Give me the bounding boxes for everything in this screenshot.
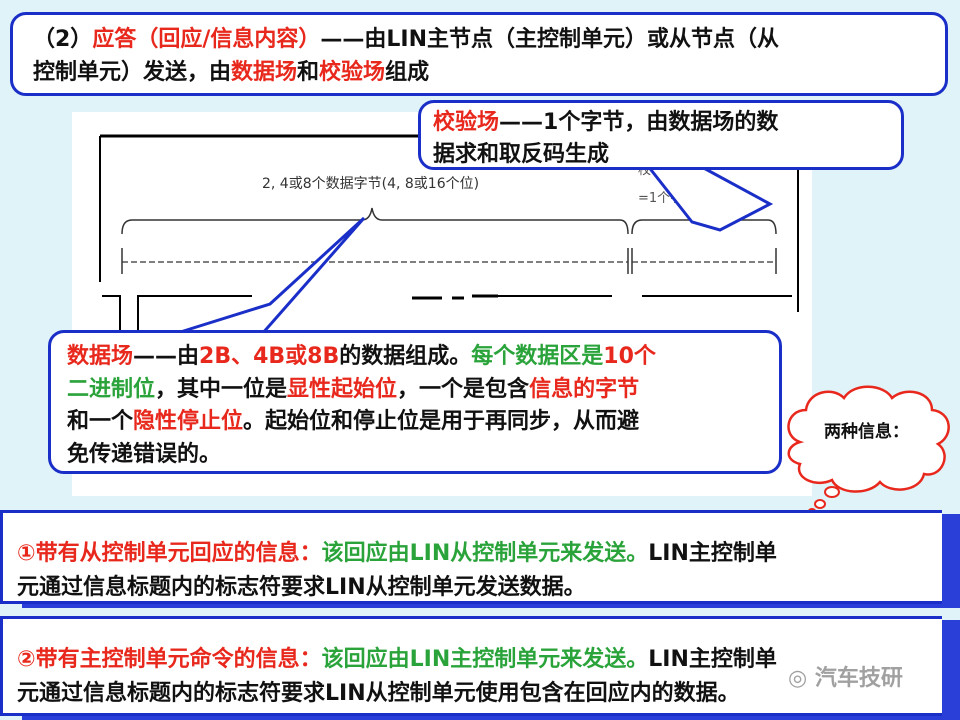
data-text-l: 隐性停止位	[133, 409, 244, 434]
info1-d: LIN主控制单	[648, 541, 777, 566]
data-text-i: ，一个是包含	[397, 376, 530, 402]
info-band-2: ②带有主控制单元命令的信息：该回应由LIN主控制单元来发送。LIN主控制单 元通…	[0, 616, 960, 720]
wechat-icon: ◎	[788, 666, 815, 691]
check-desc-2: 据求和取反码生成	[433, 142, 610, 167]
watermark-text: 汽车技研	[814, 666, 903, 691]
check-term: 校验场	[433, 110, 500, 135]
info1-title: ①带有从控制单元回应的信息：	[17, 541, 322, 566]
title-check-field: 校验场	[319, 60, 386, 85]
data-text-h: 显性起始位	[287, 376, 398, 402]
data-term: 数据场	[67, 344, 134, 369]
data-text-f: 二进制位	[67, 376, 156, 402]
title-line2-c: 和	[297, 60, 320, 85]
info1-e: 元通过信息标题内的标志符要求LIN从控制单元发送数据。	[17, 575, 586, 600]
info1-b: 该回应由	[321, 541, 410, 566]
data-brace	[121, 207, 629, 235]
info1-c: LIN从控制单元来发送。	[409, 541, 649, 566]
data-text-a: ——由	[133, 344, 200, 369]
watermark: ◎ 汽车技研	[788, 660, 903, 692]
info2-c: LIN主控制单元来发送。	[409, 647, 649, 672]
data-bytes-label: 2, 4或8个数据字节(4, 8或16个位)	[262, 176, 479, 192]
data-text-b: 2B、4B或8B	[199, 344, 340, 369]
data-text-k: 和一个	[67, 409, 134, 434]
data-field-callout: 数据场——由2B、4B或8B的数据组成。每个数据区是10个 二进制位，其中一位是…	[48, 330, 782, 474]
check-pointer	[644, 164, 774, 232]
info2-d: LIN主控制单	[648, 647, 777, 672]
title-data-field: 数据场	[231, 60, 298, 85]
data-text-e: 10个	[603, 344, 656, 369]
cloud-text: 两种信息：	[824, 421, 909, 442]
data-text-g: ，其中一位是	[155, 376, 288, 402]
title-term: 应答（回应/信息内容）	[92, 27, 321, 52]
title-rest: ——由LIN主节点（主控制单元）或从节点（从	[320, 27, 779, 52]
data-text-d: 每个数据区是	[471, 344, 604, 369]
data-text-m: 。起始位和停止位是用于再同步，从而避	[243, 409, 640, 434]
data-text-n: 免传递错误的。	[67, 441, 222, 467]
thought-cloud: 两种信息：	[787, 385, 950, 516]
check-field-callout: 校验场——1个字节，由数据场的数 据求和取反码生成	[418, 100, 904, 170]
title-line2-e: 组成	[385, 60, 430, 85]
info2-b: 该回应由	[321, 647, 410, 672]
title-number: （2）	[33, 27, 93, 52]
data-pointer	[173, 216, 366, 336]
info2-title: ②带有主控制单元命令的信息：	[17, 647, 322, 672]
response-title-box: （2）应答（回应/信息内容）——由LIN主节点（主控制单元）或从节点（从 控制单…	[10, 12, 948, 96]
data-text-c: 的数据组成。	[339, 344, 472, 369]
info2-e: 元通过信息标题内的标志符要求LIN从控制单元使用包含在回应内的数据。	[17, 681, 740, 706]
info-band-1: ①带有从控制单元回应的信息：该回应由LIN从控制单元来发送。LIN主控制单 元通…	[0, 510, 960, 610]
check-desc-1: ——1个字节，由数据场的数	[499, 110, 779, 135]
data-text-j: 信息的字节	[529, 376, 640, 402]
title-line2-a: 控制单元）发送，由	[33, 60, 232, 85]
